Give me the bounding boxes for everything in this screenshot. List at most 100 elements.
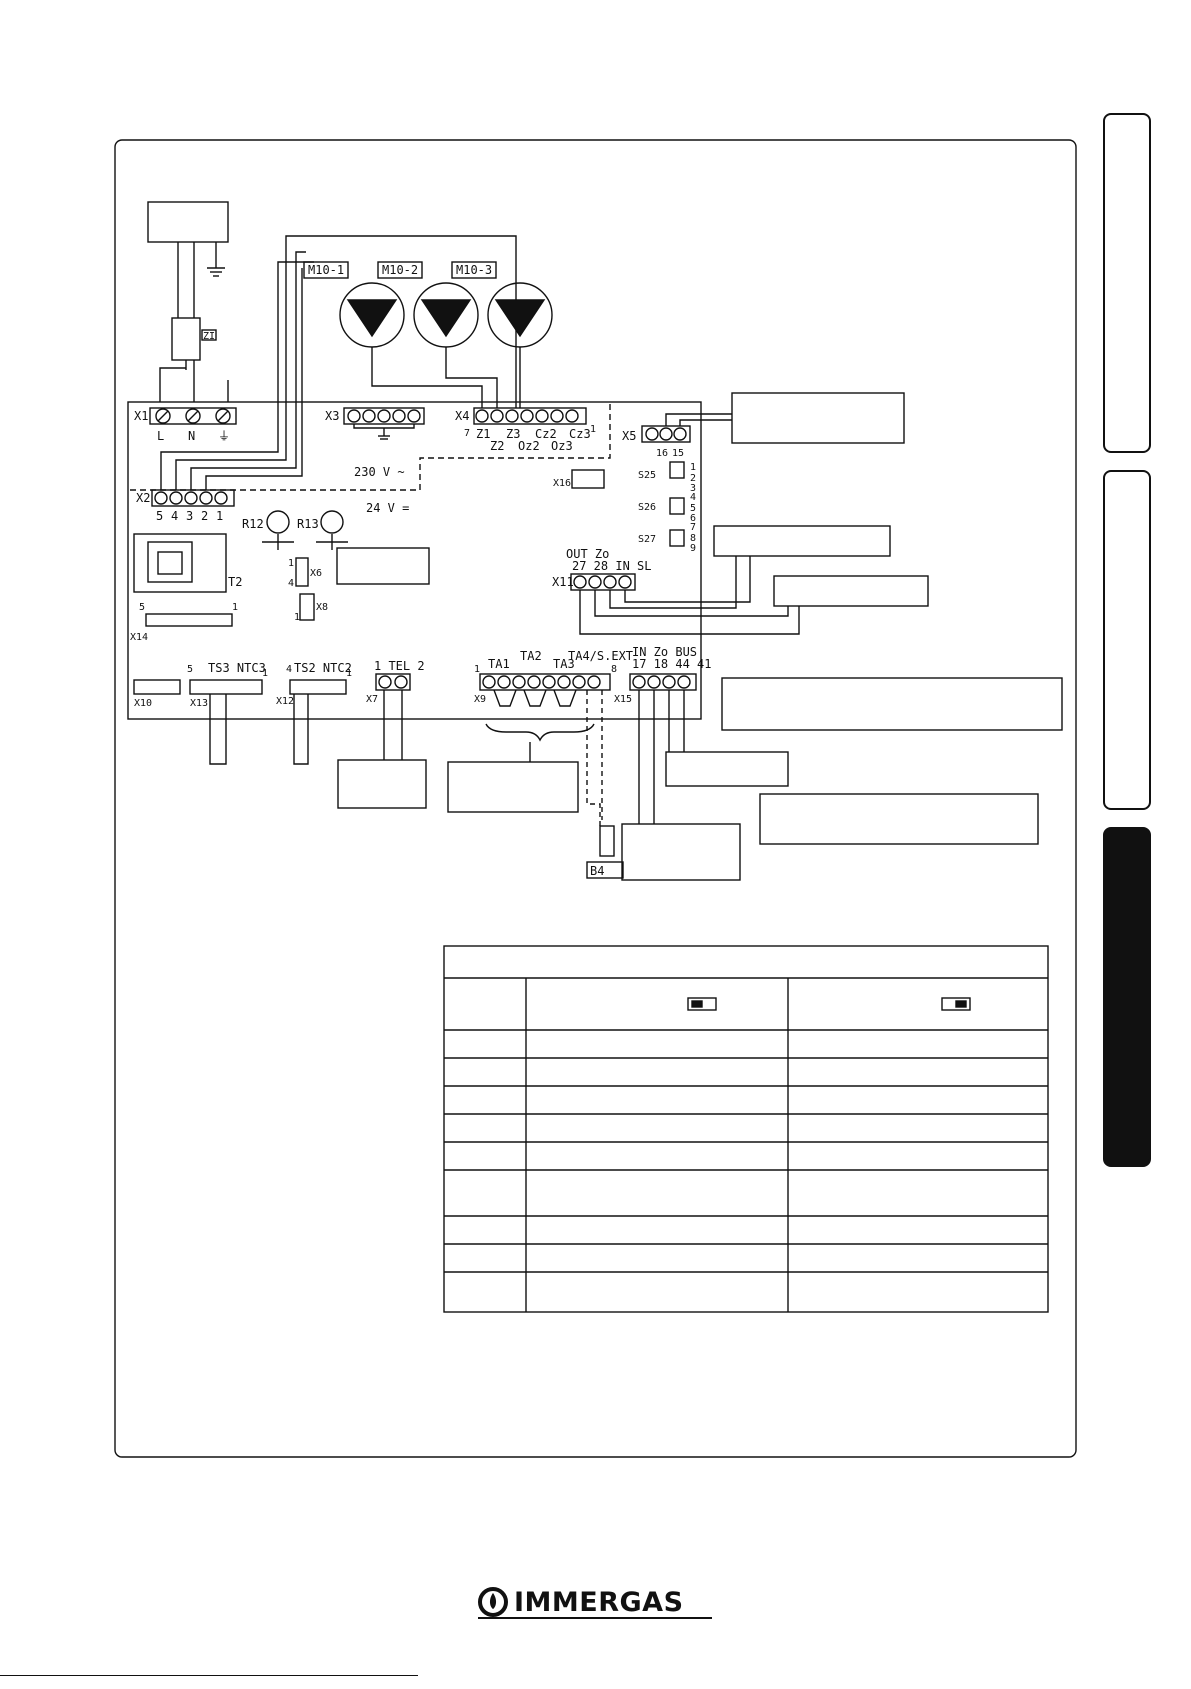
x8-pin1: 1 (294, 612, 300, 623)
s25-pin1: 1 (690, 462, 696, 473)
x7-header: 1 TEL 2 (374, 659, 425, 673)
x4-z1: Z1 (476, 427, 490, 441)
x15-box-c (721, 677, 1063, 731)
x11-box-b (773, 575, 929, 607)
x11-label: X11 (552, 575, 574, 589)
voltage-24: 24 V = (366, 501, 409, 515)
sensor-b4-label: B4 (590, 864, 604, 878)
x9-connector (479, 673, 611, 691)
x4-label: X4 (455, 409, 469, 423)
brand-name: IMMERGAS (514, 1586, 684, 1618)
x12-pin1: 1 (346, 668, 352, 679)
s26-pin5: 5 (690, 503, 696, 514)
x11-box-a (713, 525, 891, 557)
x6-label-box (336, 547, 430, 585)
x6-pin1: 1 (288, 558, 294, 569)
x10-connector (133, 679, 181, 695)
s27-pin9: 9 (690, 543, 696, 554)
s25-pin2: 2 (690, 473, 696, 484)
x4-cz2: Cz2 (535, 427, 557, 441)
x15-pins-label: 17 18 44 41 (632, 657, 711, 671)
x12-label: X12 (276, 696, 294, 707)
x2-pin-3: 3 (186, 509, 193, 523)
x12-pin4: 4 (286, 664, 292, 675)
side-tab-3-active[interactable] (1103, 827, 1151, 1167)
x15-box-d (759, 793, 1039, 845)
x3-connector (343, 407, 425, 425)
ta-box (447, 761, 579, 813)
x9-ta3: TA3 (553, 657, 575, 671)
x2-pin-5: 5 (156, 509, 163, 523)
s27-pin8: 8 (690, 533, 696, 544)
x4-cz3: Cz3 (569, 427, 591, 441)
side-tab-2[interactable] (1103, 470, 1151, 810)
s25-pin3: 3 (690, 483, 696, 494)
switch-s25: S25 (638, 470, 656, 481)
s26-pin6: 6 (690, 513, 696, 524)
x16-connector (571, 469, 605, 489)
x12-connector (289, 679, 347, 695)
pump-label-1: M10-1 (308, 263, 344, 277)
transformer-label: T2 (228, 575, 242, 589)
x4-z3: Z3 (506, 427, 520, 441)
tel-box (337, 759, 427, 809)
x4-pin-end: 1 (590, 424, 596, 435)
x1-connector (149, 407, 237, 425)
filter-zi (171, 317, 201, 361)
x13-pin1: 1 (262, 668, 268, 679)
pot-r12-label: R12 (242, 517, 264, 531)
pump-m10-2 (413, 282, 479, 348)
x4-z2: Z2 (490, 439, 504, 453)
x15-connector (629, 673, 697, 691)
x13-connector (189, 679, 263, 695)
pot-r12 (266, 510, 290, 534)
x6-pin4: 4 (288, 578, 294, 589)
x11-connector (570, 573, 636, 591)
x9-ta1: TA1 (488, 657, 510, 671)
x15-label: X15 (614, 694, 632, 705)
side-tab-1[interactable] (1103, 113, 1151, 453)
x11-pins-label: 27 28 IN SL (572, 559, 651, 573)
pump-m10-1 (339, 282, 405, 348)
pump-label-3: M10-3 (456, 263, 492, 277)
x14-pin1: 1 (232, 602, 238, 613)
x2-pin-4: 4 (171, 509, 178, 523)
logo-underline (478, 1617, 712, 1619)
x5-label: X5 (622, 429, 636, 443)
x2-connector (151, 489, 235, 507)
s26-pin4: 4 (690, 492, 696, 503)
x4-connector (473, 407, 587, 425)
x6-label: X6 (310, 568, 322, 579)
pot-r13-label: R13 (297, 517, 319, 531)
x11-top-label: OUT Zo (566, 547, 609, 561)
s27-pin7: 7 (690, 522, 696, 533)
mains-box (147, 201, 229, 243)
x13-label: X13 (190, 698, 208, 709)
x16-label: X16 (553, 478, 571, 489)
pot-r13 (320, 510, 344, 534)
x12-header: TS2 NTC2 (294, 661, 352, 675)
x5-box (731, 392, 905, 444)
x1-pin-n: N (188, 429, 195, 443)
switch-s26: S26 (638, 502, 656, 513)
flame-logo-icon (478, 1587, 508, 1617)
footer-rule (0, 1675, 418, 1676)
x2-pin-2: 2 (201, 509, 208, 523)
x9-pin1: 1 (474, 664, 480, 675)
x8-label: X8 (316, 602, 328, 613)
x14-pin5: 5 (139, 602, 145, 613)
x15-top-label: IN Zo BUS (632, 645, 697, 659)
board-outline (127, 401, 702, 720)
transformer-t2 (133, 533, 227, 593)
sensor-b4 (599, 825, 615, 857)
x9-pin8: 8 (611, 664, 617, 675)
pump-label-2: M10-2 (382, 263, 418, 277)
x5-pin-16: 16 (656, 448, 668, 459)
x4-pin-start: 7 (464, 428, 470, 439)
switch-table (443, 945, 1049, 1313)
x1-pin-gnd: ⏚ (218, 429, 230, 443)
x9-ta4: TA4/S.EXT (568, 649, 633, 663)
x9-ta2: TA2 (520, 649, 542, 663)
